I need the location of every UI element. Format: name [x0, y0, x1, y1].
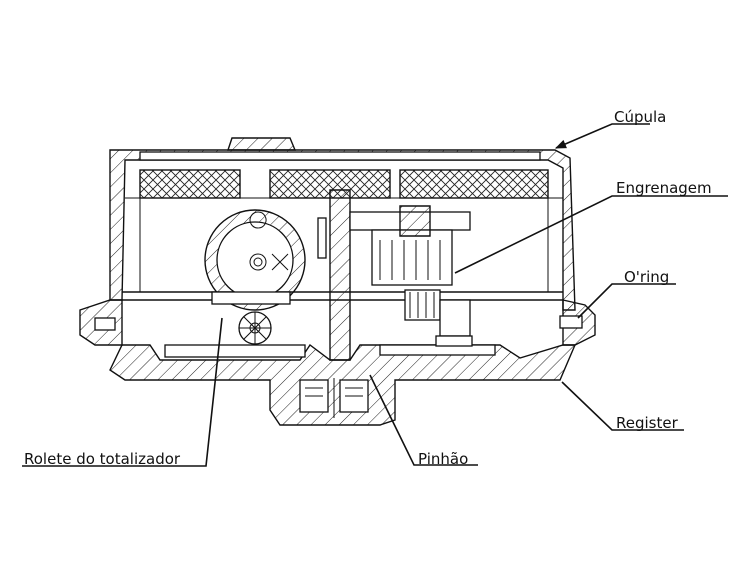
small-pinion — [238, 311, 272, 345]
label-pinhao: Pinhão — [418, 450, 468, 468]
label-cupula: Cúpula — [614, 108, 666, 126]
leader-lines — [22, 123, 728, 467]
label-rolete: Rolete do totalizador — [24, 450, 181, 468]
left-flange — [79, 299, 123, 346]
oring-leader — [577, 283, 676, 319]
cupula-leader — [554, 123, 650, 149]
engrenagem-assembly — [349, 205, 473, 347]
pinhao-leader — [369, 374, 478, 466]
label-register: Register — [616, 414, 679, 432]
rolete-totalizador — [204, 209, 306, 311]
label-oring: O'ring — [624, 268, 669, 286]
label-engrenagem: Engrenagem — [616, 179, 712, 197]
central-shaft — [317, 189, 351, 361]
pinhao-gear — [299, 378, 369, 418]
register-leader — [561, 381, 684, 431]
right-flange — [559, 299, 596, 346]
engrenagem-leader — [454, 195, 728, 274]
rolete-leader — [22, 317, 223, 467]
